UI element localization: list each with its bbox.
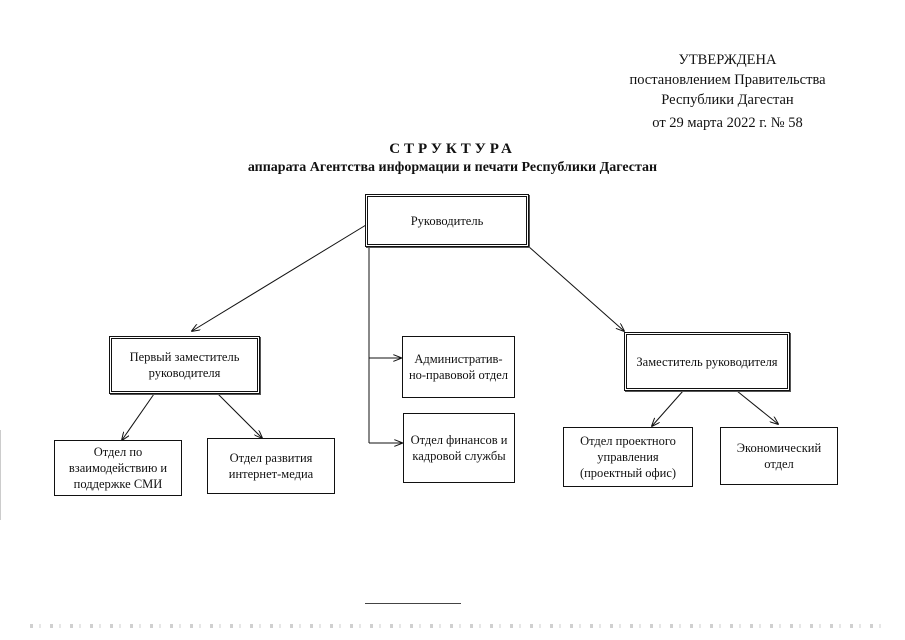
arrow-first-deputy-to-media [122,393,155,440]
box-economic-dept: Экономический отдел [720,427,838,485]
approval-title: УТВЕРЖДЕНА [678,52,777,68]
box-deputy: Заместитель руководителя [624,332,790,391]
arrow-head-to-deputy [527,245,624,331]
approval-stamp: УТВЕРЖДЕНА постановлением Правительства … [600,50,855,133]
box-first-deputy-label: Первый заместитель руководителя [129,350,240,380]
arrow-first-deputy-to-internet [217,393,262,438]
box-head-label: Руководитель [410,213,484,228]
box-internet-dept-label: Отдел развития интернет-медиа [228,451,314,481]
box-head: Руководитель [365,194,529,247]
box-project-dept-label: Отдел проектного управления (проектный о… [579,434,677,480]
scan-noise-strip [30,624,890,628]
box-admin-legal: Административ-но-правовой отдел [402,336,515,398]
arrow-deputy-to-economic [736,390,778,424]
box-finance-hr: Отдел финансов и кадровой службы [403,413,515,483]
document-subtitle: аппарата Агентства информации и печати Р… [247,160,658,175]
document-title: СТРУКТУРА [389,141,516,157]
approval-date: от 29 марта 2022 г. № 58 [652,115,803,131]
box-project-dept: Отдел проектного управления (проектный о… [563,427,693,487]
box-economic-dept-label: Экономический отдел [736,441,822,471]
arrow-deputy-to-project [652,390,684,426]
scan-edge-mark [0,430,1,520]
box-deputy-label: Заместитель руководителя [636,354,778,369]
box-finance-hr-label: Отдел финансов и кадровой службы [410,433,508,463]
footer-rule [365,603,461,604]
box-internet-dept: Отдел развития интернет-медиа [207,438,335,494]
box-media-dept-label: Отдел по взаимодействию и поддержке СМИ [68,445,168,491]
box-first-deputy: Первый заместитель руководителя [109,336,260,394]
box-admin-legal-label: Административ-но-правовой отдел [408,352,509,382]
approval-line-republic: Республики Дагестан [661,92,794,108]
approval-line-resolution: постановлением Правительства [629,72,826,88]
arrow-head-to-first-deputy [192,224,367,331]
box-media-dept: Отдел по взаимодействию и поддержке СМИ [54,440,182,496]
